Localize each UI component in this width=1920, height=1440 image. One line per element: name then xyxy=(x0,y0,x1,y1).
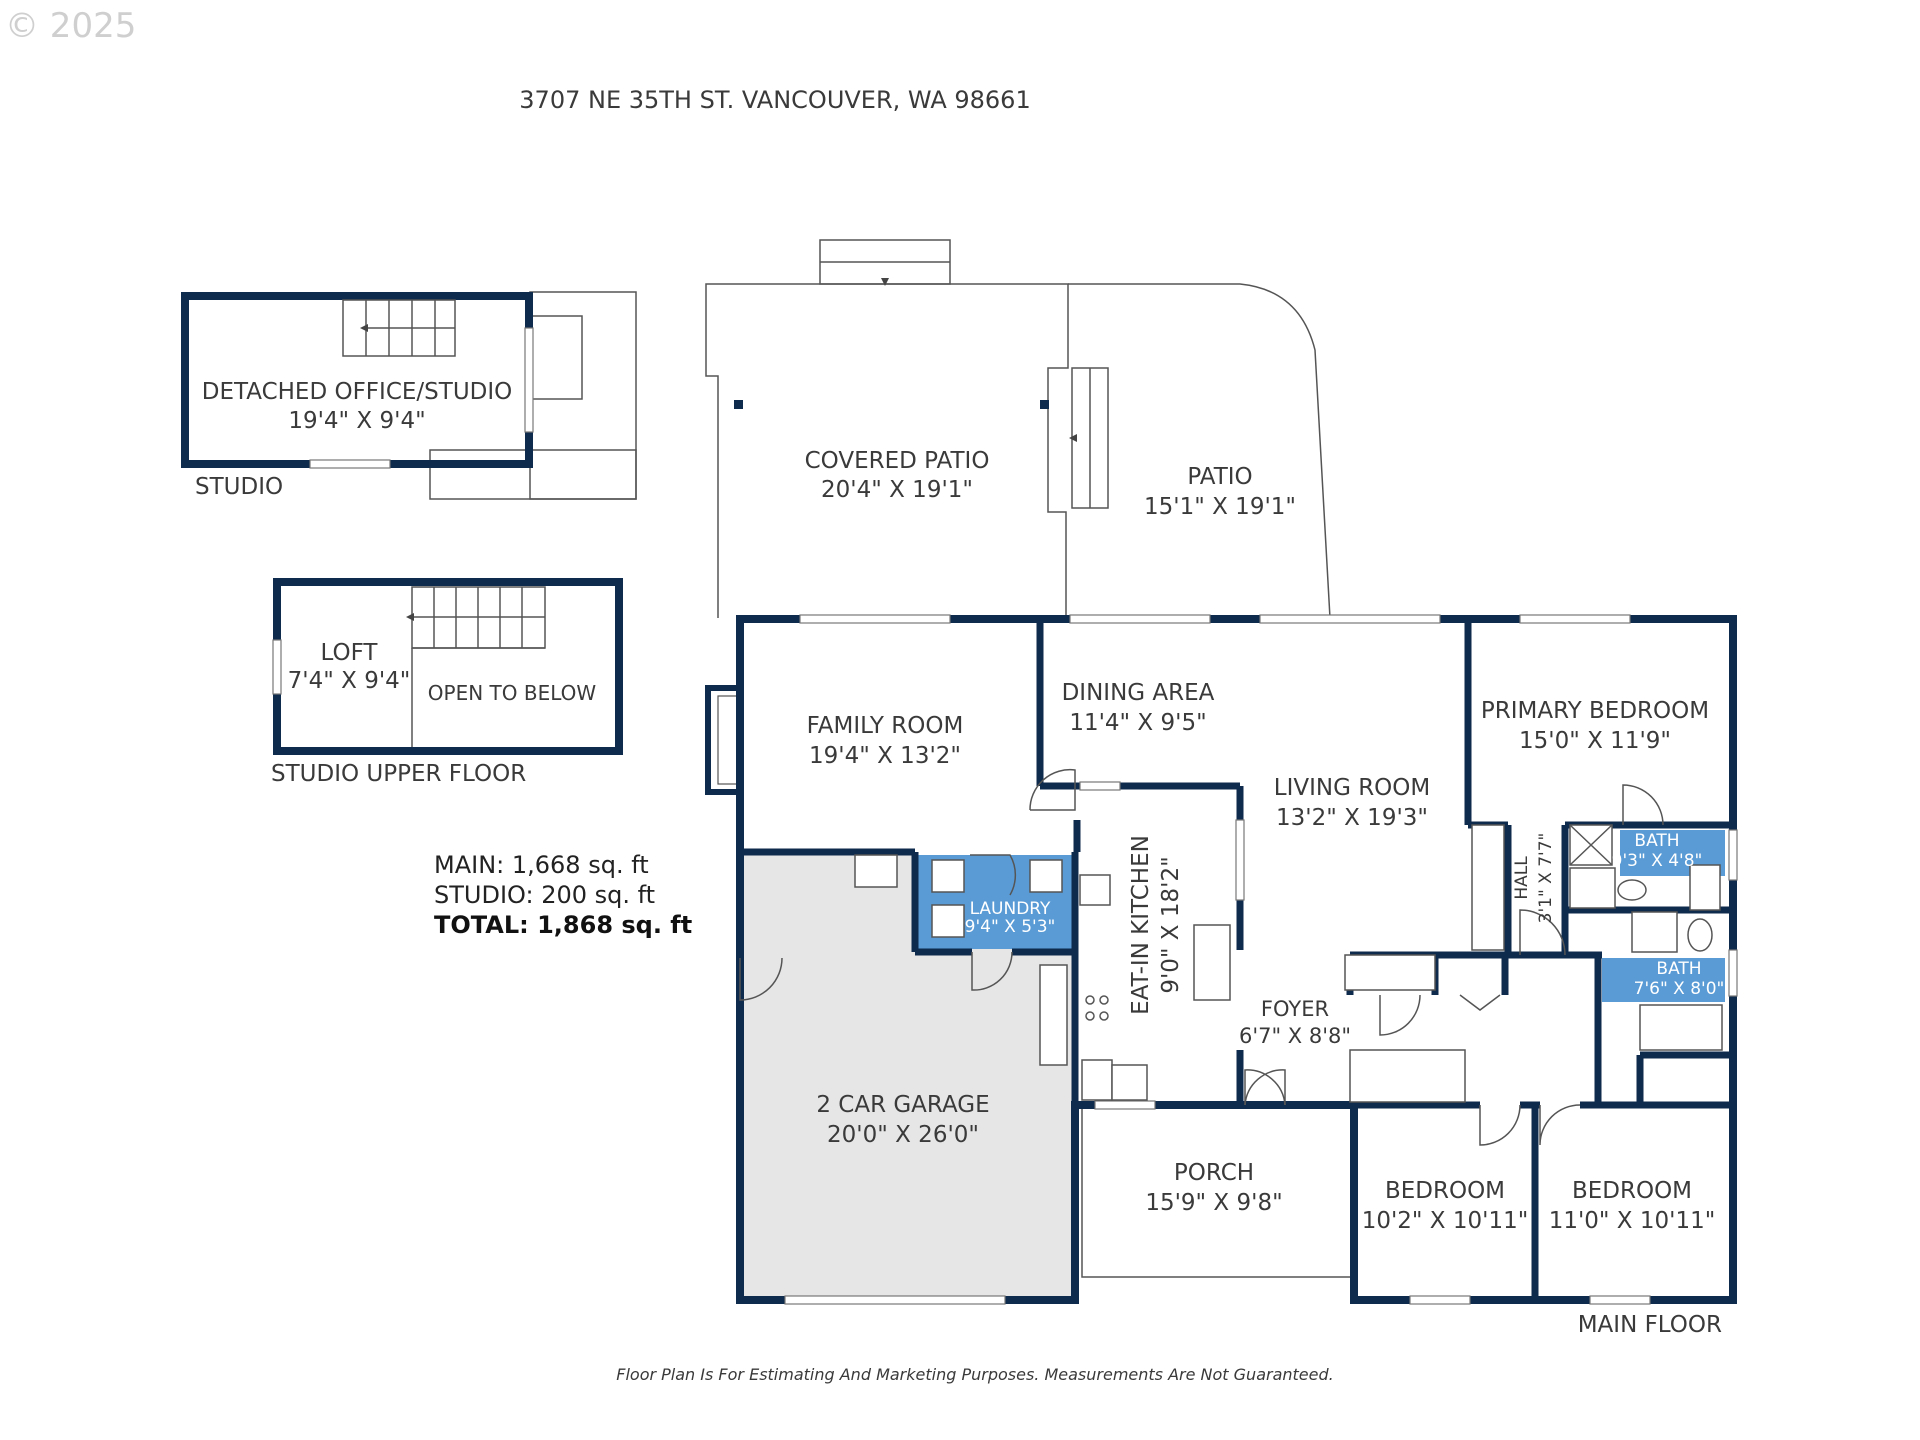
dining-name: DINING AREA xyxy=(1062,680,1215,706)
family-room-name: FAMILY ROOM xyxy=(807,713,964,739)
address-title: 3707 NE 35TH ST. VANCOUVER, WA 98661 xyxy=(519,86,1030,114)
covered-patio-outline xyxy=(705,283,1069,618)
main-doors xyxy=(739,768,1664,1146)
laundry-size: 9'4" X 5'3" xyxy=(965,917,1056,937)
bath1-size: 9'3" X 4'8" xyxy=(1612,851,1703,871)
patio-size: 15'1" X 19'1" xyxy=(1144,494,1296,520)
porch-name: PORCH xyxy=(1174,1160,1254,1186)
dining-size: 11'4" X 9'5" xyxy=(1069,710,1206,736)
porch-size: 15'9" X 9'8" xyxy=(1145,1190,1282,1216)
bath2-size: 7'6" X 8'0" xyxy=(1634,979,1725,999)
open-below-label: OPEN TO BELOW xyxy=(428,681,597,705)
studio-stairs xyxy=(342,299,456,357)
studio-landing xyxy=(528,315,583,400)
total-area: TOTAL: 1,868 sq. ft xyxy=(434,911,692,939)
studio-floor: DETACHED OFFICE/STUDIO 19'4" X 9'4" STUD… xyxy=(181,291,637,500)
bath1-name: BATH xyxy=(1634,831,1679,851)
studio-floor-label: STUDIO xyxy=(195,474,283,500)
fireplace xyxy=(705,685,743,795)
bedroom2-size: 10'2" X 10'11" xyxy=(1362,1208,1529,1234)
family-room-size: 19'4" X 13'2" xyxy=(809,743,961,769)
bedroom3-size: 11'0" X 10'11" xyxy=(1549,1208,1716,1234)
garage-name: 2 CAR GARAGE xyxy=(816,1092,989,1118)
studio-door-opening xyxy=(524,327,534,433)
office-name: DETACHED OFFICE/STUDIO xyxy=(202,379,513,405)
living-size: 13'2" X 19'3" xyxy=(1276,805,1428,831)
loft-walls xyxy=(273,578,623,755)
patio-steps xyxy=(819,239,1109,509)
loft-stairs xyxy=(406,586,546,649)
studio-upper-floor: LOFT 7'4" X 9'4" OPEN TO BELOW STUDIO UP… xyxy=(271,578,623,787)
bedroom3-name: BEDROOM xyxy=(1572,1178,1692,1204)
foyer-size: 6'7" X 8'8" xyxy=(1239,1024,1351,1048)
office-size: 19'4" X 9'4" xyxy=(288,408,425,434)
patio-post xyxy=(1040,400,1049,409)
outdoor-areas: COVERED PATIO 20'4" X 19'1" PATIO 15'1" … xyxy=(705,239,1331,619)
foyer-name: FOYER xyxy=(1261,997,1329,1021)
hall-size: 3'1" X 7'7" xyxy=(1536,833,1556,924)
studio-upper-floor-label: STUDIO UPPER FLOOR xyxy=(271,761,526,787)
primary-name: PRIMARY BEDROOM xyxy=(1481,698,1709,724)
kitchen-name: EAT-IN KITCHEN xyxy=(1128,835,1154,1015)
bath2-fill xyxy=(1602,958,1725,1002)
patio-name: PATIO xyxy=(1187,464,1252,490)
covered-patio-name: COVERED PATIO xyxy=(805,448,990,474)
disclaimer: Floor Plan Is For Estimating And Marketi… xyxy=(616,1365,1333,1384)
studio-area: STUDIO: 200 sq. ft xyxy=(434,881,655,909)
main-windows xyxy=(784,614,1738,1305)
patio-outline xyxy=(1068,283,1331,619)
primary-size: 15'0" X 11'9" xyxy=(1519,728,1671,754)
main-floor-label: MAIN FLOOR xyxy=(1578,1312,1722,1338)
studio-window xyxy=(309,459,391,469)
garage-size: 20'0" X 26'0" xyxy=(827,1122,979,1148)
loft-window xyxy=(272,639,282,695)
main-area: MAIN: 1,668 sq. ft xyxy=(434,851,649,879)
main-fixtures xyxy=(854,824,1723,1103)
living-name: LIVING ROOM xyxy=(1274,775,1431,801)
main-floor: FAMILY ROOM 19'4" X 13'2" DINING AREA 11… xyxy=(705,614,1738,1338)
patio-post xyxy=(734,400,743,409)
hall-name: HALL xyxy=(1512,856,1532,900)
studio-deck-outline xyxy=(529,291,637,500)
loft-size: 7'4" X 9'4" xyxy=(288,668,411,694)
area-summary: MAIN: 1,668 sq. ft STUDIO: 200 sq. ft TO… xyxy=(434,851,692,939)
copyright-mark: © 2025 xyxy=(5,6,136,46)
laundry-name: LAUNDRY xyxy=(970,899,1051,919)
bedroom2-name: BEDROOM xyxy=(1385,1178,1505,1204)
covered-patio-size: 20'4" X 19'1" xyxy=(821,477,973,503)
kitchen-size: 9'0" X 18'2" xyxy=(1158,856,1184,993)
loft-name: LOFT xyxy=(321,640,379,666)
bath2-name: BATH xyxy=(1656,959,1701,979)
